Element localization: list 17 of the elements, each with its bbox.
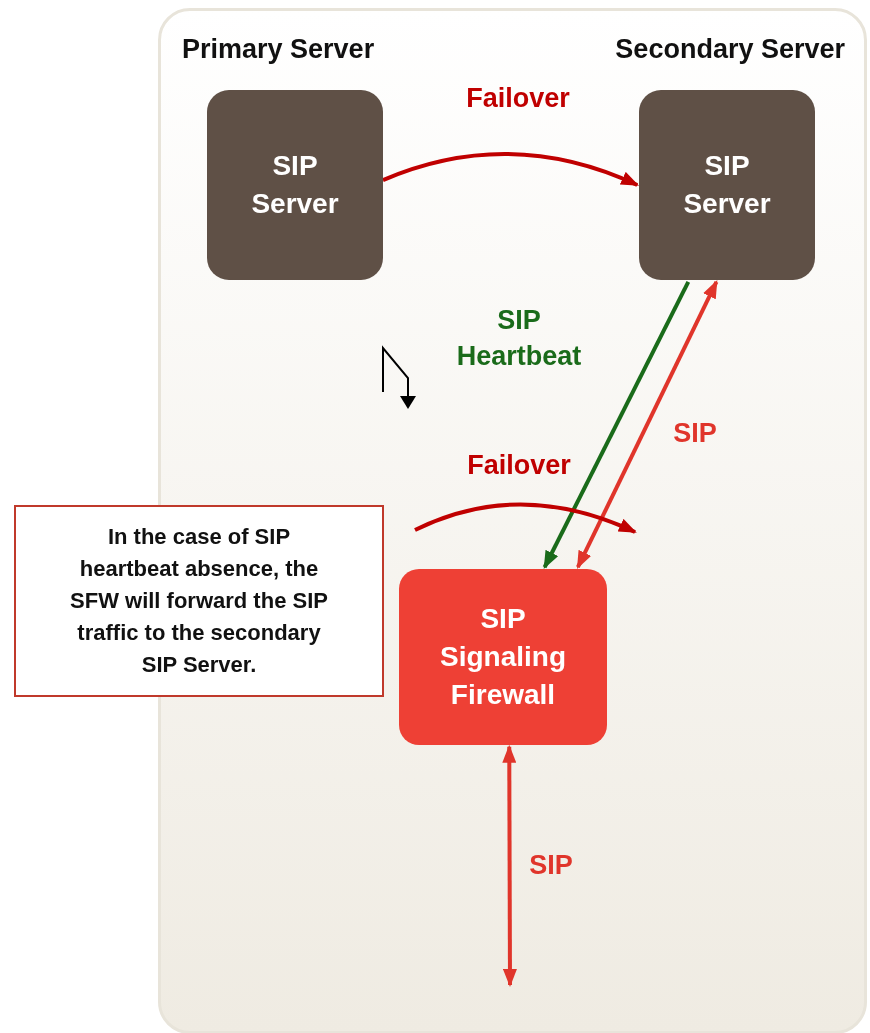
edge-label: SIP Heartbeat [455, 304, 583, 373]
note-text: In the case of SIP heartbeat absence, the SFW will forward the SIP traffic to the secondary SIP Server. [69, 523, 329, 679]
edge-label: Failover [465, 82, 571, 115]
arrow-label: Failover [466, 449, 572, 482]
firewall-box [399, 569, 607, 745]
note-box [14, 505, 384, 697]
arrow [542, 281, 691, 570]
server-heading: Primary Server [182, 34, 375, 65]
server-heading: Secondary Server [615, 34, 845, 65]
server-label: SIP Server [682, 149, 772, 221]
edge-label: SIP [672, 417, 718, 450]
arrow [502, 744, 517, 987]
edge-label: SIP [528, 849, 574, 882]
arrow [576, 280, 719, 570]
arrow [382, 152, 640, 187]
server-label: SIP Server [250, 149, 340, 221]
firewall-label: SIP Signaling Firewall [439, 602, 567, 712]
